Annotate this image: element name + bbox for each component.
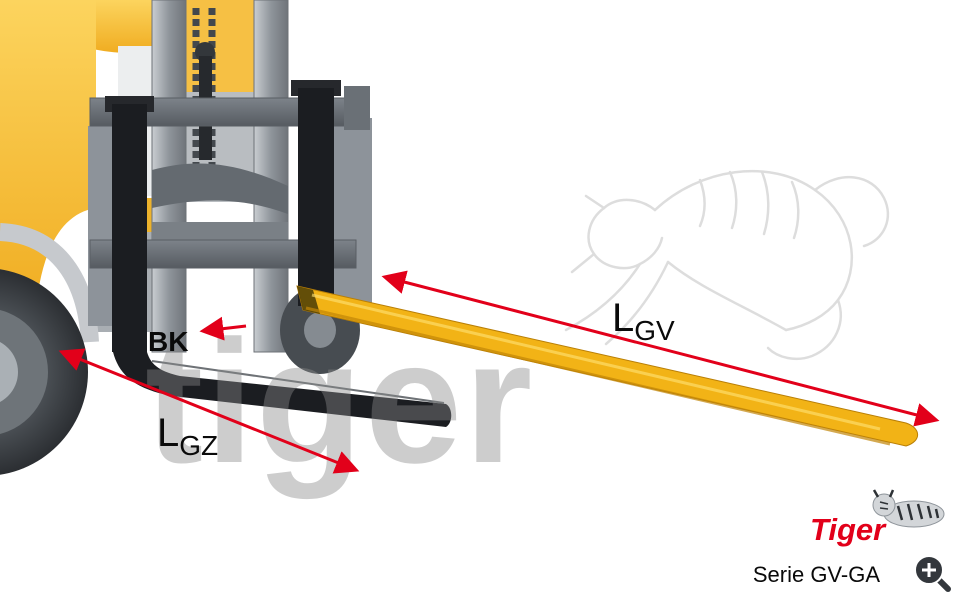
bk-arrow [199, 316, 247, 341]
fork-shanks [105, 80, 341, 352]
forklift-body [0, 0, 96, 320]
dimension-annotations: BK LGZ LGV [58, 270, 940, 474]
lgv-dimension-arrow [381, 270, 940, 427]
watermark-text: tiger [145, 305, 534, 500]
lgz-dimension-arrow [58, 348, 360, 474]
lgz-label: LGZ [157, 411, 218, 461]
tiger-logo-text: Tiger [810, 512, 887, 547]
zoom-icon[interactable] [914, 555, 951, 592]
lgv-label: LGV [612, 296, 675, 346]
tiger-logo: Tiger [810, 489, 945, 547]
bk-label: BK [148, 326, 188, 357]
forklift-illustration [0, 0, 372, 475]
fork-extension-socket [297, 286, 320, 314]
series-label: Serie GV-GA [753, 562, 880, 587]
tiger-mascot-icon [872, 489, 945, 528]
